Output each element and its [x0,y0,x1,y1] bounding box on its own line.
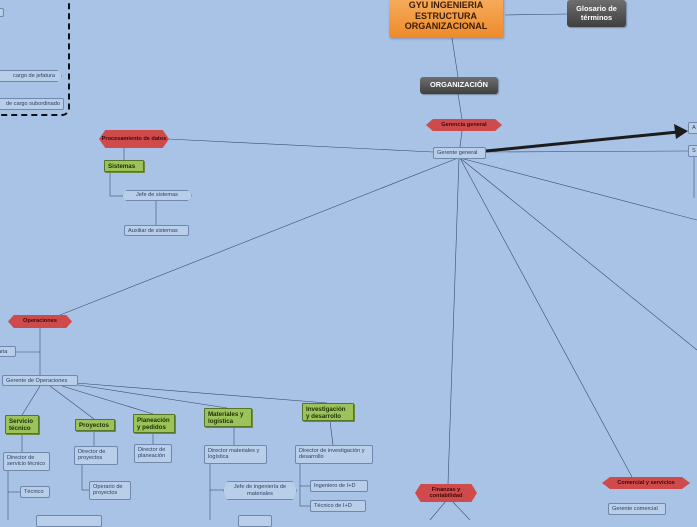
sistemas-node[interactable]: Sistemas [104,160,144,172]
legend-frame [0,0,70,116]
operario-proyectos-node[interactable]: Operario de proyectos [89,481,131,500]
ingeniero-id-node[interactable]: Ingeniero de I+D [310,480,368,492]
gerente-comercial-node[interactable]: Gerente comercial [608,503,666,515]
materiales-child-partial[interactable] [238,515,272,527]
organization-node[interactable]: ORGANIZACIÓN [420,77,498,94]
main-title[interactable]: GYU INGENIERIA ESTRUCTURA ORGANIZACIONAL [389,0,503,38]
gerente-general-node[interactable]: Gerente general [433,147,486,159]
left-node-partial[interactable]: aria [0,346,16,357]
right-node-partial-1[interactable]: A [688,122,697,134]
director-proyectos-node[interactable]: Director de proyectos [74,446,118,465]
jefe-materiales-node[interactable]: Jefe de ingeniería de materiales [223,481,297,500]
legend-item-jefatura: cargo de jefatura [0,70,62,82]
procesamiento-node[interactable]: Procesamiento de datos [99,130,169,148]
jefe-sistemas-node[interactable]: Jefe de sistemas [122,190,192,201]
materiales-node[interactable]: Materiales y logística [204,408,252,427]
servicio-tecnico-node[interactable]: Servicio técnico [5,415,39,434]
finanzas-node[interactable]: Finanzas y contabilidad [415,484,477,502]
tecnico-node[interactable]: Técnico [20,486,50,498]
tecnico-id-node[interactable]: Técnico de I+D [310,500,366,512]
auxiliar-sistemas-node[interactable]: Auxiliar de sistemas [124,225,189,236]
legend-item-subordinado: de cargo subordinado [0,98,64,110]
legend-box-partial [0,8,4,17]
right-node-partial-2[interactable]: S [688,145,697,157]
director-investigacion-node[interactable]: Director de investigación y desarrollo [295,445,373,464]
director-servicio-node[interactable]: Director de servicio técnico [3,452,50,471]
gerente-operaciones-node[interactable]: Gerente de Operaciones [2,375,78,386]
planeacion-node[interactable]: Planeación y pedidos [133,414,175,433]
servicio-child-partial[interactable] [36,515,102,527]
gerencia-general-node[interactable]: Gerencia general [426,119,502,131]
director-planeacion-node[interactable]: Director de planeación [134,444,172,463]
comercial-node[interactable]: Comercial y servicios [602,477,690,489]
proyectos-node[interactable]: Proyectos [75,419,115,431]
director-materiales-node[interactable]: Director materiales y logística [204,445,267,464]
operaciones-node[interactable]: Operaciones [8,315,72,328]
investigacion-node[interactable]: Investigación y desarrollo [302,403,354,421]
glossary-button[interactable]: Glosario de términos [567,0,626,27]
